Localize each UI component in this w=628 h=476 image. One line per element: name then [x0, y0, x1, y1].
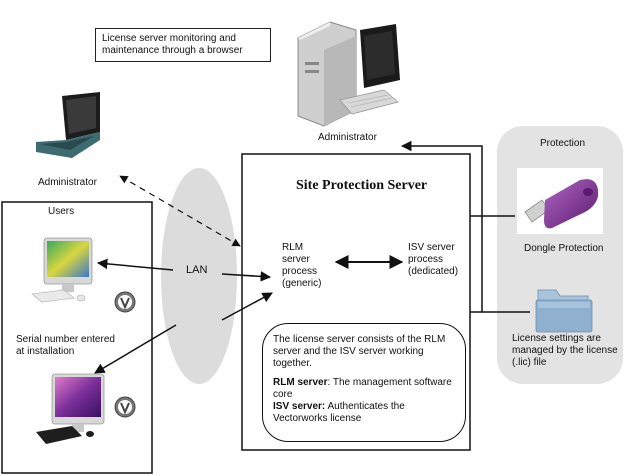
browser-dashed-arrow — [119, 175, 241, 247]
lan-ellipse — [161, 168, 237, 384]
rlm-line-2: server — [282, 254, 310, 265]
lan-to-rlm-arrow — [221, 271, 272, 282]
note-line-2: maintenance through a browser — [102, 45, 243, 56]
rlm-process-label: RLM server process (generic) — [282, 242, 321, 290]
server-to-admin-arrow — [400, 140, 483, 217]
isv-desc: Authenticates the Vectorworks license — [273, 401, 405, 424]
lan-to-user1-arrow — [96, 258, 174, 271]
isv-line-2: process — [408, 254, 444, 265]
isv-process-label: ISV server process (dedicated) — [408, 242, 458, 278]
info-isv: ISV server: Authenticates the Vectorwork… — [273, 401, 455, 425]
isv-term: ISV server: — [273, 401, 326, 412]
license-file-note: License settings are managed by the lice… — [512, 333, 618, 369]
admin-top-label: Administrator — [318, 132, 377, 143]
info-rlm: RLM server: The management software core — [273, 377, 455, 401]
admin-laptop-icon — [36, 92, 100, 158]
admin-laptop-label: Administrator — [38, 177, 97, 188]
serial-line-1: Serial number entered — [16, 334, 115, 345]
license-file-line-1: License settings are — [512, 333, 601, 344]
license-server-info-box: The license server consists of the RLM s… — [262, 323, 466, 442]
rlm-line-3: process — [282, 266, 318, 277]
vectorworks-logo-icon — [114, 291, 136, 313]
site-server-title: Site Protection Server — [296, 178, 428, 193]
protection-title: Protection — [540, 138, 586, 149]
rlm-line-1: RLM — [282, 242, 304, 253]
license-file-line-2: managed by the license — [512, 345, 618, 356]
serial-number-note: Serial number entered at installation — [16, 334, 115, 358]
user2-imac-icon — [36, 373, 105, 444]
note-line-1: License server monitoring and — [102, 33, 236, 44]
lan-to-rlm-arrow-2 — [221, 292, 273, 321]
lan-label: LAN — [186, 264, 208, 276]
browser-monitoring-note: License server monitoring and maintenanc… — [95, 28, 271, 62]
rlm-desc: : The management software core — [273, 377, 452, 400]
isv-line-1: ISV server — [408, 242, 455, 253]
users-box — [1, 201, 153, 474]
lan-to-user2-arrow — [94, 324, 177, 374]
serial-line-2: at installation — [16, 346, 75, 357]
user1-imac-icon — [31, 237, 93, 303]
vectorworks-logo-icon-2 — [114, 396, 136, 418]
admin-desktop-icon — [297, 21, 400, 127]
dongle-label: Dongle Protection — [524, 243, 604, 254]
users-title: Users — [48, 206, 75, 217]
rlm-line-4: (generic) — [282, 278, 322, 289]
folder-icon — [535, 289, 593, 333]
server-protection-connector — [470, 216, 483, 313]
info-intro: The license server consists of the RLM s… — [273, 334, 446, 369]
isv-line-3: (dedicated) — [408, 266, 459, 277]
license-file-line-3: (.lic) file — [512, 357, 547, 368]
usb-dongle-icon — [517, 168, 603, 234]
rlm-term: RLM server — [273, 377, 328, 388]
